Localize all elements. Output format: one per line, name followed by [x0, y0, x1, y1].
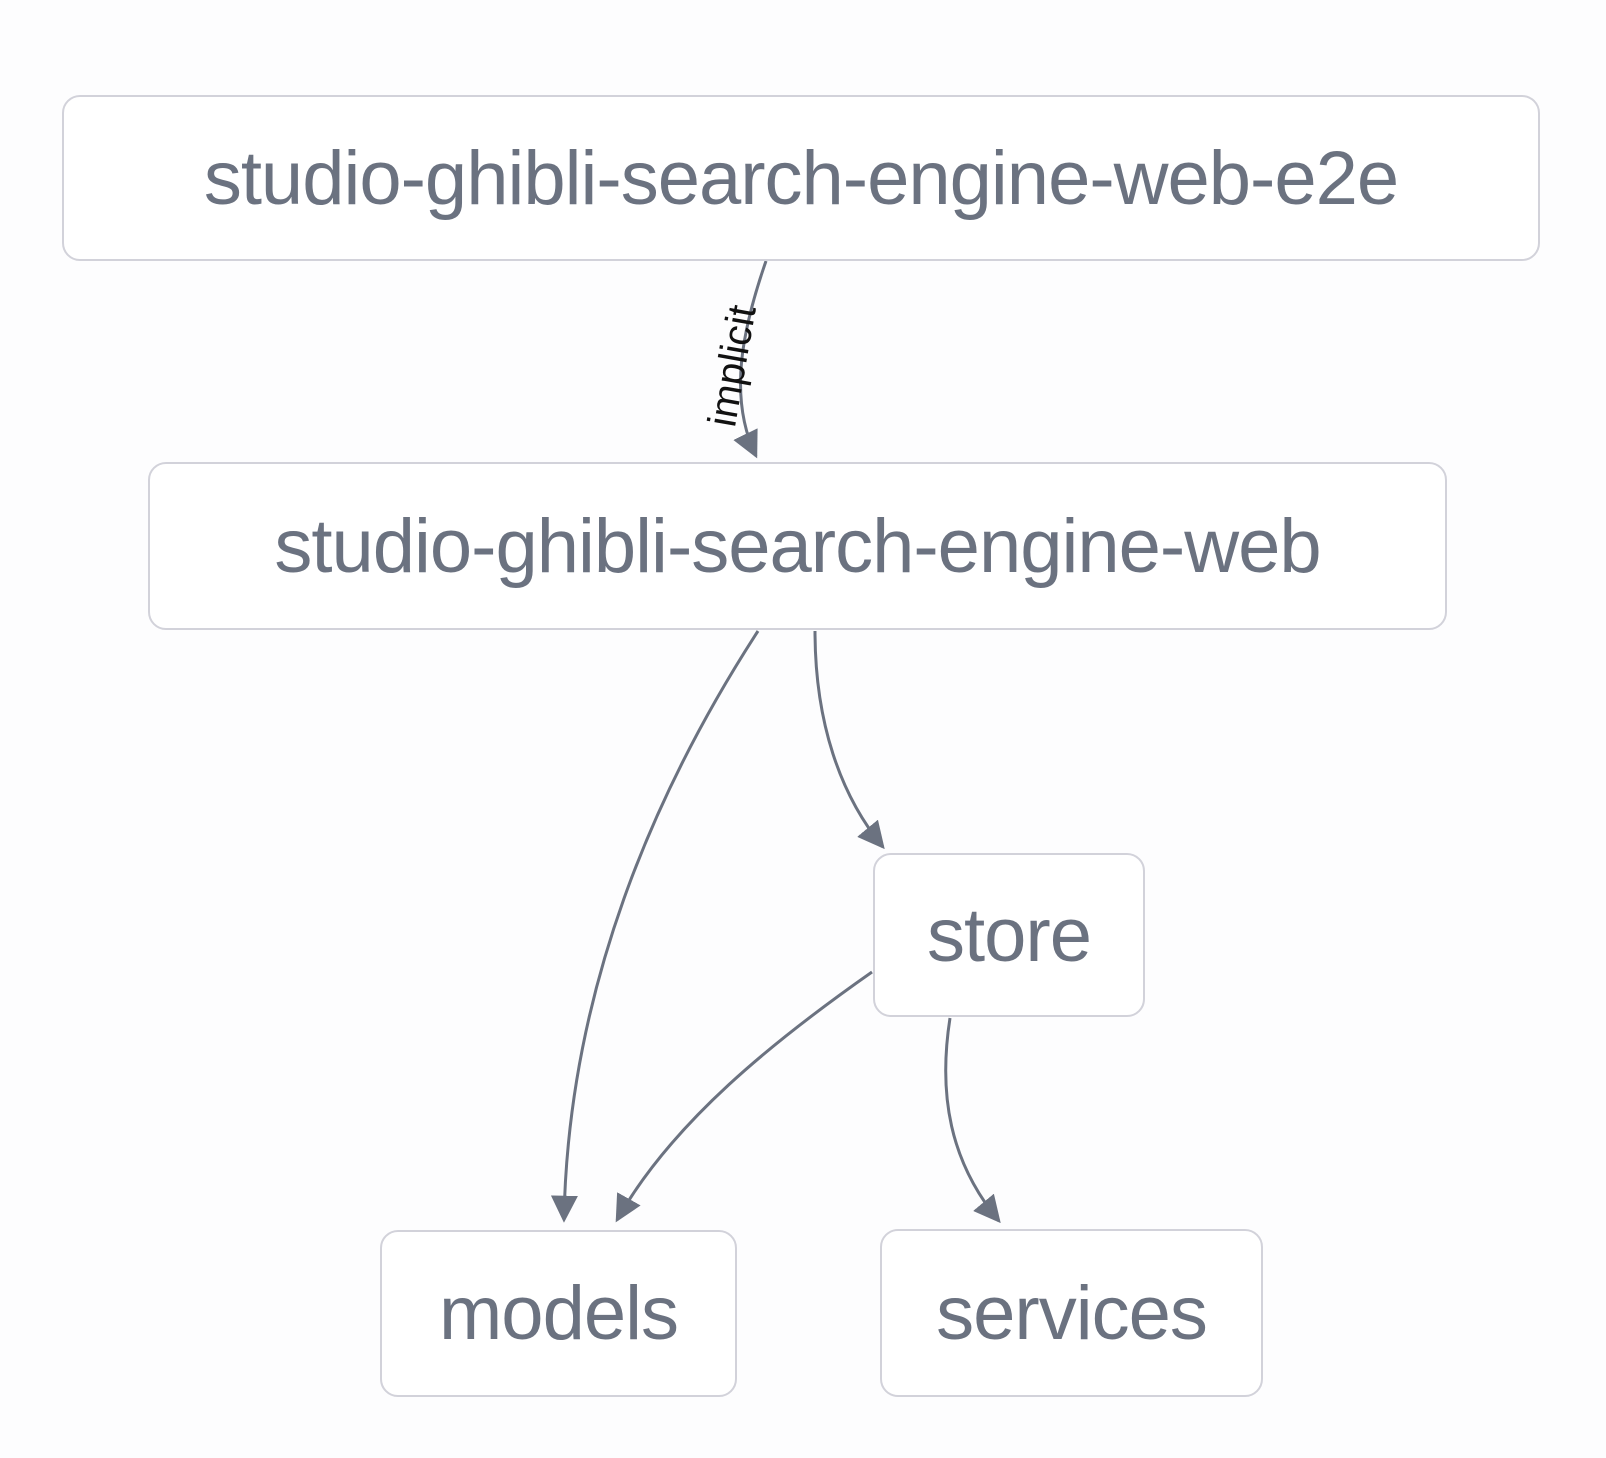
node-studio-ghibli-search-engine-web-e2e[interactable]: studio-ghibli-search-engine-web-e2e [62, 95, 1540, 261]
edge-web-to-store [813, 630, 885, 850]
node-label: studio-ghibli-search-engine-web-e2e [203, 135, 1399, 221]
node-label: services [936, 1270, 1208, 1356]
edge-store-to-services [944, 1017, 1001, 1224]
node-services[interactable]: services [880, 1229, 1263, 1397]
node-label: studio-ghibli-search-engine-web [274, 503, 1321, 589]
edge-web-to-models [550, 630, 760, 1223]
node-label: models [439, 1271, 679, 1356]
edge-label-implicit: implicit [700, 301, 765, 430]
node-label: store [927, 892, 1092, 978]
node-studio-ghibli-search-engine-web[interactable]: studio-ghibli-search-engine-web [148, 462, 1447, 630]
node-store[interactable]: store [873, 853, 1145, 1017]
node-models[interactable]: models [380, 1230, 737, 1397]
edge-store-to-models [615, 970, 873, 1223]
